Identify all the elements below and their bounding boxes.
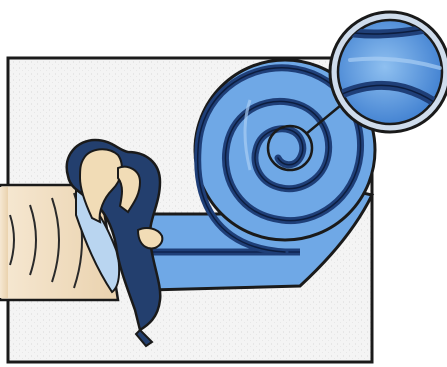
magnifier-inset [330,12,447,132]
